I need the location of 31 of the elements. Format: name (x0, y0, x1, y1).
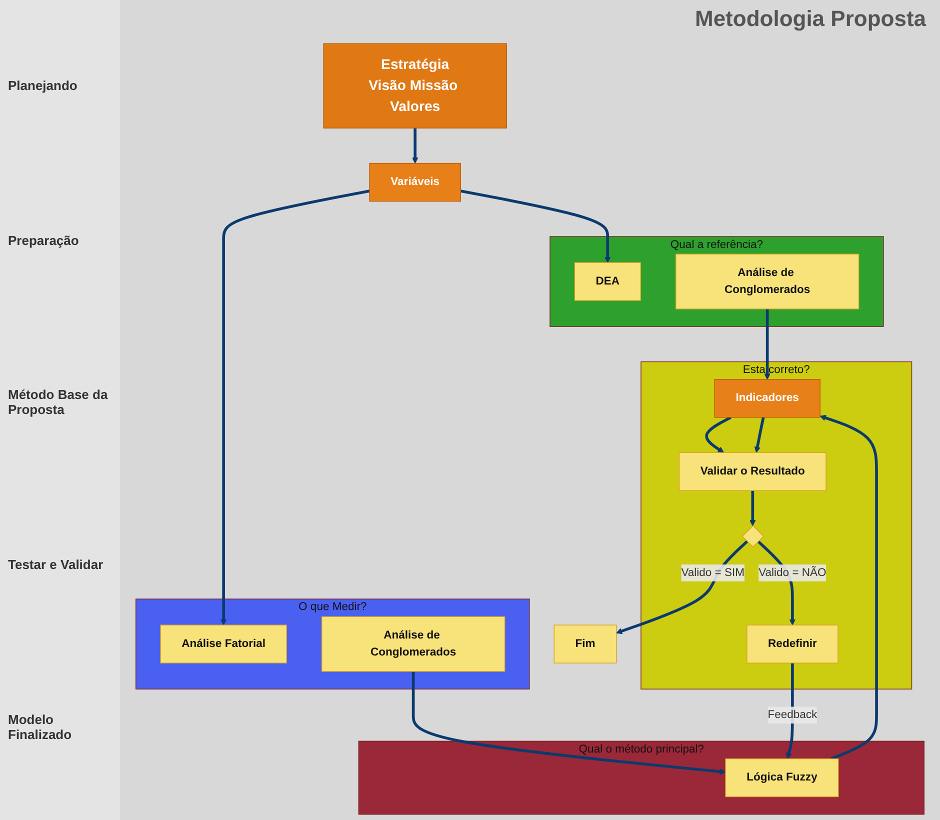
edge-label: Valido = NÃO (758, 566, 826, 579)
arrow (220, 190, 370, 626)
node-box: Validar o Resultado (678, 452, 826, 491)
node-box: Estratégia Visão Missão Valores (323, 43, 507, 128)
node-box: Lógica Fuzzy (725, 758, 839, 798)
node-box: DEA (574, 262, 641, 301)
arrow (412, 671, 726, 775)
band-label: Preparação (8, 232, 80, 248)
edge-label: Feedback (768, 708, 818, 721)
arrow (750, 490, 756, 526)
diagram-title: Metodologia Proposta (694, 5, 928, 33)
node-box: Fim (554, 624, 617, 664)
arrow (412, 128, 418, 164)
edge-label: Valido = SIM (681, 566, 745, 579)
node-box: Análise de Conglomerados (321, 616, 506, 672)
node-box: Indicadores (714, 379, 820, 418)
node-box: Análise Fatorial (160, 624, 287, 664)
arrow (705, 416, 732, 453)
node-box: Variáveis (369, 162, 461, 202)
node-diamond (742, 525, 764, 548)
band-label: Planejando (8, 78, 78, 93)
arrow (460, 190, 611, 263)
node-box: Redefinir (746, 624, 838, 664)
arrow (616, 540, 748, 634)
arrow (754, 417, 765, 453)
band-label: Testar e Validar (8, 557, 104, 572)
band-label: Modelo Finalizado (8, 712, 73, 742)
arrow (820, 414, 878, 760)
node-box: Análise de Conglomerados (675, 254, 860, 310)
band-label: Método Base da Proposta (8, 387, 109, 418)
arrow (764, 309, 770, 380)
